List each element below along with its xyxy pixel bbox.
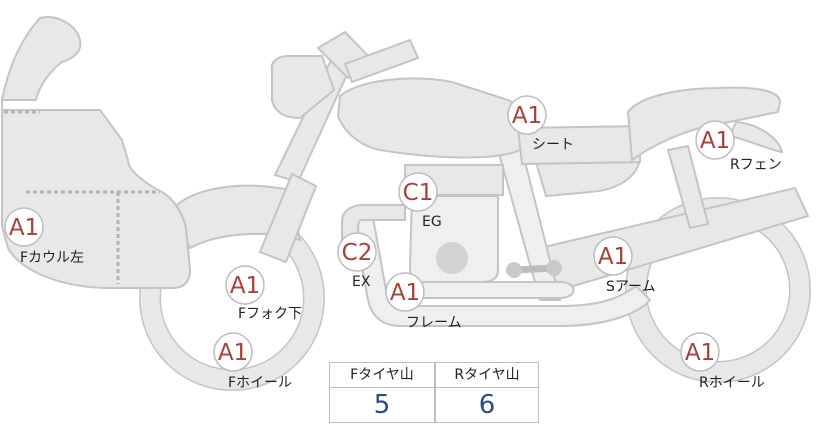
fork-lower-shape: [258, 172, 318, 264]
part-label-eg: EG: [422, 214, 442, 230]
part-label-seat: シート: [532, 137, 574, 153]
headlight-shape: [270, 55, 336, 120]
rear-fender-shape: [728, 120, 784, 154]
rear-tread-header: Rタイヤ山: [435, 363, 539, 388]
grade-text: A1: [218, 340, 248, 366]
fuel-tank-shape: [336, 77, 529, 159]
rear-shock-shape: [666, 144, 710, 230]
part-label-ex: EX: [352, 274, 371, 290]
exhaust-pipe-shape: [388, 281, 575, 299]
pedal-shape: [506, 260, 562, 278]
part-label-f-cowl: Fカウル左: [20, 250, 84, 266]
engine-shape: [408, 195, 499, 283]
part-label-r-wheel: Rホイール: [699, 375, 765, 391]
grade-marker-r-fender[interactable]: A1: [695, 120, 735, 160]
grade-marker-r-wheel[interactable]: A1: [680, 332, 720, 372]
seat-shape: [516, 124, 641, 166]
grade-text: A1: [598, 244, 628, 270]
grade-text: A1: [512, 103, 542, 129]
front-cowl-shape: [1, 16, 192, 289]
grade-marker-ex[interactable]: C2: [337, 232, 377, 272]
part-label-s-arm: Sアーム: [606, 279, 656, 295]
part-label-f-fork: Fフォク下: [238, 306, 302, 322]
grade-marker-s-arm[interactable]: A1: [593, 236, 633, 276]
grade-text: C1: [403, 180, 434, 206]
table-divider: [434, 363, 436, 422]
engine-cover-shape: [436, 242, 468, 274]
part-label-frame: フレーム: [406, 315, 462, 331]
grade-marker-f-wheel[interactable]: A1: [213, 332, 253, 372]
part-label-f-wheel: Fホイール: [228, 375, 292, 391]
tire-tread-table: Fタイヤ山 Rタイヤ山 5 6: [329, 362, 539, 423]
grade-text: A1: [230, 273, 260, 299]
part-label-r-fender: Rフェン: [730, 157, 782, 173]
grade-text: A1: [700, 128, 730, 154]
front-tread-header: Fタイヤ山: [330, 363, 434, 388]
grade-text: A1: [685, 340, 715, 366]
handle-grip-shape: [343, 38, 420, 84]
grade-text: A1: [390, 280, 420, 306]
grade-marker-f-fork[interactable]: A1: [225, 265, 265, 305]
rear-tread-value: 6: [478, 390, 496, 420]
grade-marker-eg[interactable]: C1: [398, 172, 438, 212]
grade-marker-f-cowl[interactable]: A1: [4, 207, 44, 247]
front-tread-value: 5: [373, 390, 391, 420]
grade-marker-frame[interactable]: A1: [385, 272, 425, 312]
grade-text: A1: [9, 215, 39, 241]
grade-text: C2: [342, 240, 373, 266]
grade-marker-seat[interactable]: A1: [507, 95, 547, 135]
